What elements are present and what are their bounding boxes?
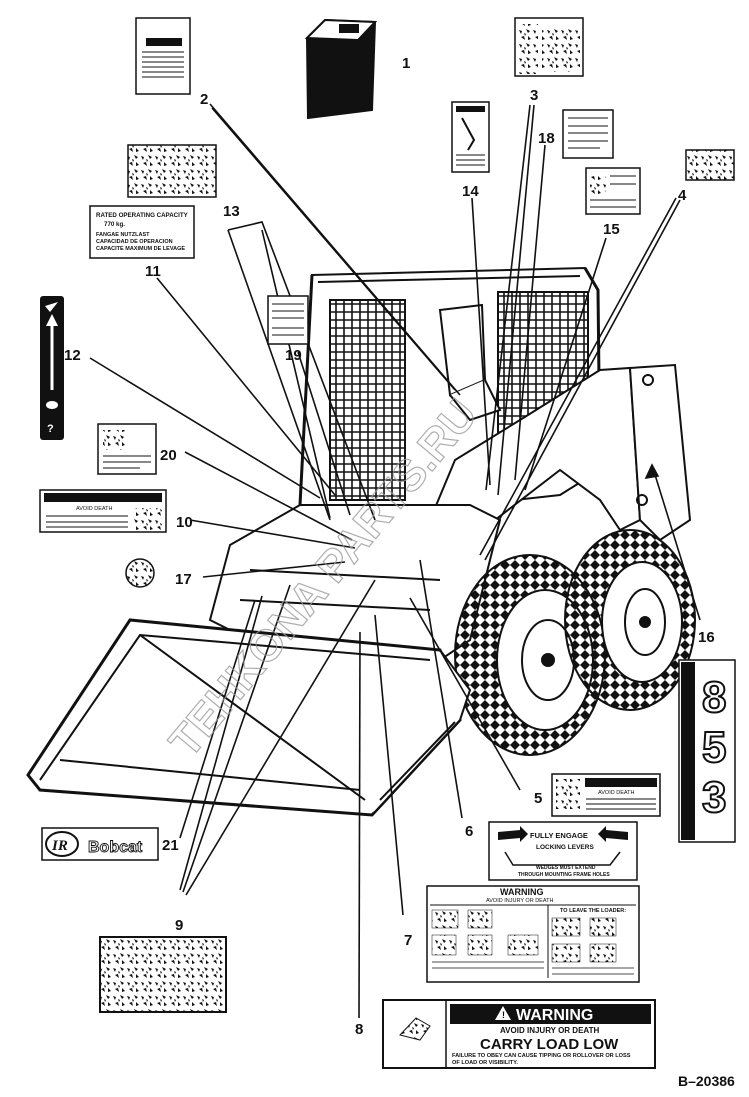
decal-3-control-pictograms <box>514 17 584 77</box>
rear-wheel <box>564 529 696 711</box>
svg-text:?: ? <box>47 423 54 435</box>
callout-3: 3 <box>530 87 538 104</box>
warning-bottom-line1: FAILURE TO OBEY CAN CAUSE TIPPING OR ROL… <box>452 1053 631 1059</box>
logo-bobcat: Bobcat <box>88 839 143 856</box>
callout-4: 4 <box>678 187 687 204</box>
cab-side-screen-left <box>329 299 406 501</box>
callout-18: 18 <box>538 130 555 147</box>
callout-10: 10 <box>176 514 193 531</box>
decal-1-manual-box <box>304 18 378 120</box>
decal-operating-instructions <box>135 17 191 95</box>
figure-id: B–20386 <box>678 1073 735 1089</box>
callout-14: 14 <box>462 183 479 200</box>
decal-16-model-number: 8 5 3 <box>678 659 736 843</box>
callout-1: 1 <box>402 55 410 72</box>
lever-line3: WEDGES MUST EXTEND <box>536 865 596 871</box>
decal-19-info <box>267 295 309 345</box>
callout-15: 15 <box>603 221 620 238</box>
rated-capacity-line1: RATED OPERATING CAPACITY <box>96 212 189 219</box>
callout-9: 9 <box>175 917 183 934</box>
callout-8: 8 <box>355 1021 363 1038</box>
callout-13: 13 <box>223 203 240 220</box>
decal-15-info <box>585 167 641 215</box>
decal-4-speckled <box>685 149 735 181</box>
logo-ir: IR <box>51 838 68 854</box>
decal-speckled-large-top <box>127 144 217 198</box>
rated-capacity-line3: FANGAE NUTZLAST <box>96 232 150 238</box>
callout-6: 6 <box>465 823 473 840</box>
decal-18-info <box>562 109 614 159</box>
decal-ir-bobcat-logo: IR Bobcat <box>41 827 159 861</box>
warning-mid-subheader: AVOID INJURY OR DEATH <box>486 898 553 904</box>
warning-bottom-line2: OF LOAD OR VISIBILITY. <box>452 1060 518 1066</box>
callout-19: 19 <box>285 347 302 364</box>
danger-left-subheader: AVOID DEATH <box>76 506 112 512</box>
callout-16: 16 <box>698 629 715 646</box>
danger-left-header: DANGER <box>92 494 127 503</box>
warning-bottom-header: WARNING <box>516 1007 593 1024</box>
callout-11: 11 <box>145 263 161 280</box>
decal-6-locking-levers: FULLY ENGAGE LOCKING LEVERS WEDGES MUST … <box>488 821 638 881</box>
callout-7: 7 <box>404 932 412 949</box>
decal-rated-capacity: RATED OPERATING CAPACITY 770 kg. FANGAE … <box>89 205 195 259</box>
callout-20: 20 <box>160 447 177 464</box>
skid-steer-loader <box>26 266 696 817</box>
callout-21: 21 <box>162 837 179 854</box>
warning-mid-right-col: TO LEAVE THE LOADER: <box>560 908 626 914</box>
warning-mid-header: WARNING <box>500 887 544 897</box>
warning-bottom-subheader: AVOID INJURY OR DEATH <box>500 1026 599 1035</box>
decal-9-speckled <box>99 936 227 1013</box>
callout-2: 2 <box>200 91 208 108</box>
svg-text:!: ! <box>502 1010 505 1020</box>
decal-7-warning: WARNING AVOID INJURY OR DEATH TO LEAVE T… <box>426 885 640 983</box>
lift-tower <box>628 363 692 542</box>
rated-capacity-line2: 770 kg. <box>104 221 125 228</box>
danger-right-subheader: AVOID DEATH <box>598 790 634 796</box>
decal-5-danger-right: DANGER AVOID DEATH <box>551 773 661 817</box>
warning-bottom-main: CARRY LOAD LOW <box>480 1036 619 1053</box>
decal-20-pictogram <box>97 423 157 475</box>
rated-capacity-line4: CAPACIDAD DE OPERACION <box>96 239 173 245</box>
callout-17: 17 <box>175 571 192 588</box>
callout-5: 5 <box>534 790 542 807</box>
lever-line1: FULLY ENGAGE <box>530 831 588 840</box>
danger-right-header: DANGER <box>608 779 643 788</box>
lever-line2: LOCKING LEVERS <box>536 844 594 851</box>
model-digit-3: 3 <box>702 773 726 822</box>
leader-lines <box>89 103 701 1019</box>
lever-line4: THROUGH MOUNTING FRAME HOLES <box>518 872 610 878</box>
decal-danger-left: DANGER AVOID DEATH <box>39 489 167 533</box>
decal-8-carry-load-low: ! WARNING AVOID INJURY OR DEATH CARRY LO… <box>382 999 656 1069</box>
callout-12: 12 <box>64 347 81 364</box>
rated-capacity-line5: CAPACITE MAXIMUM DE LEVAGE <box>96 246 185 252</box>
decal-round-seal <box>125 558 155 588</box>
model-digit-1: 8 <box>702 673 726 722</box>
model-digit-2: 5 <box>702 723 726 772</box>
decal-14-warning-small <box>451 101 490 173</box>
decal-vertical-arrow: ? <box>40 296 64 440</box>
callout-numbers: 1 2 3 4 5 6 7 8 9 10 11 12 13 14 15 16 1… <box>64 55 715 1038</box>
